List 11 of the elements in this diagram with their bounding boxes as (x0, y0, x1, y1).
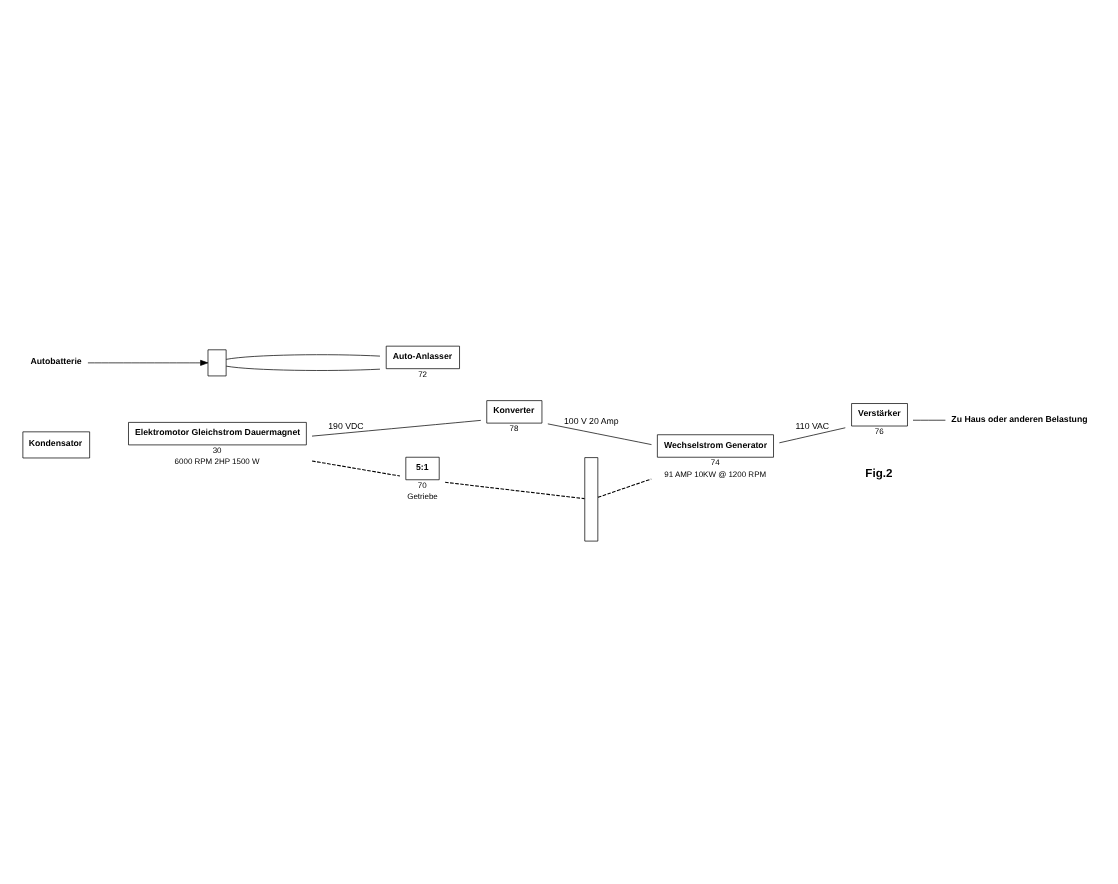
connector (225, 365, 381, 371)
node-bar (584, 457, 599, 542)
arrow (87, 359, 209, 366)
connector (311, 420, 482, 437)
connector (547, 423, 652, 445)
connector (311, 460, 401, 477)
connector (779, 427, 846, 444)
connector (444, 481, 585, 500)
connector (597, 478, 652, 498)
node-box (207, 349, 227, 377)
connector (225, 354, 381, 360)
